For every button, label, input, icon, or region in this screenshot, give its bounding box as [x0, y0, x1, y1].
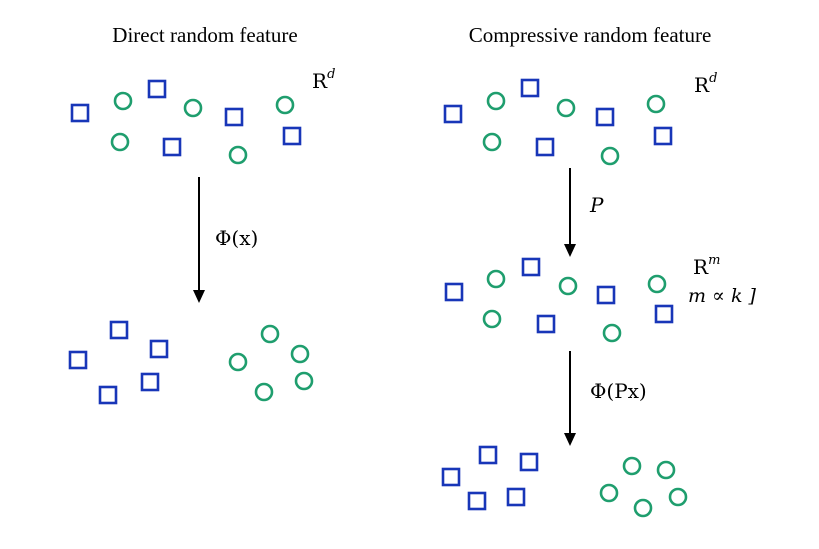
data-point-circle	[599, 483, 619, 503]
data-point-square	[282, 126, 302, 146]
left-space-label: Rd	[312, 67, 335, 93]
data-point-circle	[602, 323, 622, 343]
data-point-square	[595, 107, 615, 127]
right-space2-symbol: R	[693, 255, 709, 279]
data-point-circle	[600, 146, 620, 166]
data-point-square	[68, 350, 88, 370]
data-point-circle	[183, 98, 203, 118]
right-space2-exponent: m	[708, 253, 720, 268]
data-point-square	[441, 467, 461, 487]
data-point-circle	[622, 456, 642, 476]
data-point-circle	[656, 460, 676, 480]
data-point-square	[596, 285, 616, 305]
data-point-square	[149, 339, 169, 359]
data-point-square	[521, 257, 541, 277]
projection-arrow	[564, 168, 576, 257]
data-point-circle	[646, 94, 666, 114]
right-map-arrow	[564, 351, 576, 446]
data-point-circle	[254, 382, 274, 402]
right-space2-label: Rm	[693, 253, 720, 279]
data-point-circle	[290, 344, 310, 364]
data-point-circle	[260, 324, 280, 344]
left-bottom-circles	[228, 324, 314, 402]
right-space1-label: Rd	[694, 71, 717, 97]
data-point-square	[443, 104, 463, 124]
data-point-circle	[556, 98, 576, 118]
projection-label: P	[589, 193, 604, 217]
data-point-circle	[668, 487, 688, 507]
data-point-circle	[633, 498, 653, 518]
right-bottom-squares	[441, 445, 539, 511]
data-point-square	[140, 372, 160, 392]
right-map-label: Φ(Px)	[590, 379, 647, 403]
data-point-square	[478, 445, 498, 465]
data-point-square	[653, 126, 673, 146]
data-point-circle	[486, 91, 506, 111]
right-top-cluster	[443, 78, 673, 166]
left-space-symbol: R	[312, 69, 328, 93]
right-space1-exponent: d	[709, 71, 717, 86]
data-point-circle	[482, 132, 502, 152]
data-point-square	[520, 78, 540, 98]
data-point-square	[506, 487, 526, 507]
data-point-circle	[228, 352, 248, 372]
data-point-circle	[110, 132, 130, 152]
right-title: Compressive random feature	[469, 23, 712, 47]
data-point-square	[654, 304, 674, 324]
data-point-square	[147, 79, 167, 99]
data-point-circle	[482, 309, 502, 329]
data-point-square	[162, 137, 182, 157]
data-point-square	[535, 137, 555, 157]
left-top-cluster	[70, 79, 302, 165]
dimension-relation: m ∝ k ]	[688, 285, 757, 307]
right-bottom-circles	[599, 456, 688, 518]
data-point-circle	[647, 274, 667, 294]
data-point-circle	[558, 276, 578, 296]
data-point-square	[519, 452, 539, 472]
data-point-circle	[486, 269, 506, 289]
data-point-square	[224, 107, 244, 127]
data-point-circle	[228, 145, 248, 165]
right-middle-cluster	[444, 257, 674, 343]
left-bottom-squares	[68, 320, 169, 405]
left-map-label: Φ(x)	[215, 226, 258, 250]
data-point-square	[536, 314, 556, 334]
data-point-circle	[113, 91, 133, 111]
data-point-square	[444, 282, 464, 302]
right-space1-symbol: R	[694, 73, 710, 97]
data-point-square	[98, 385, 118, 405]
left-map-arrow	[193, 177, 205, 303]
left-space-exponent: d	[327, 67, 335, 82]
data-point-circle	[275, 95, 295, 115]
data-point-square	[467, 491, 487, 511]
left-title: Direct random feature	[112, 23, 297, 47]
data-point-circle	[294, 371, 314, 391]
data-point-square	[109, 320, 129, 340]
data-point-square	[70, 103, 90, 123]
